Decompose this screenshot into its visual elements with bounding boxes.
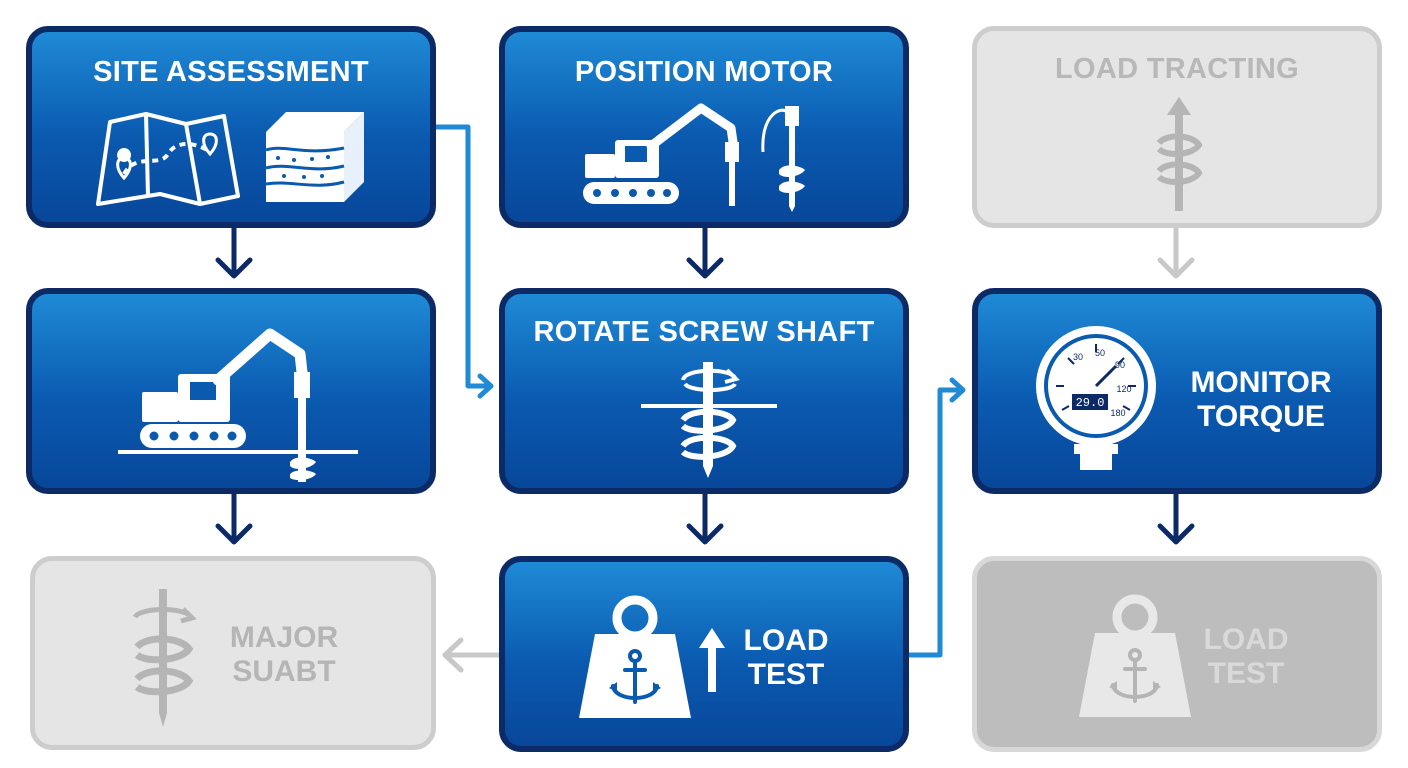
excavator-icon bbox=[118, 328, 358, 482]
step-label-line1: LOAD bbox=[1203, 623, 1289, 656]
arrow-loadtest-to-major bbox=[442, 637, 503, 673]
arrow-rotate-to-loadtest bbox=[686, 491, 724, 545]
arrow-position-to-rotate bbox=[686, 225, 724, 279]
screw-pile-icon bbox=[132, 589, 197, 727]
step-label: MONITOR TORQUE bbox=[1176, 366, 1346, 434]
step-site-assessment: SITE ASSESSMENT bbox=[26, 26, 436, 228]
soil-layers-icon bbox=[265, 112, 364, 202]
step-load-test-faded: LOAD TEST bbox=[972, 556, 1382, 752]
step-label-line1: LOAD bbox=[743, 624, 829, 657]
step-label: LOAD TEST bbox=[1191, 623, 1301, 691]
step-label: MAJOR SUABT bbox=[221, 621, 347, 689]
gauge-tick: 120 bbox=[1116, 384, 1131, 394]
step-label-line1: MONITOR bbox=[1190, 366, 1332, 399]
gauge-tick: 50 bbox=[1095, 348, 1105, 358]
connector-loadtest-to-monitor bbox=[907, 377, 966, 658]
step-excavator-install bbox=[26, 288, 436, 494]
map-icon bbox=[96, 112, 240, 206]
step-label-line2: TORQUE bbox=[1197, 400, 1325, 433]
weight-anchor-icon bbox=[1079, 594, 1191, 717]
gauge-tick: 90 bbox=[1115, 360, 1125, 370]
arrow-tracting-to-monitor bbox=[1157, 225, 1195, 279]
step-title: LOAD TRACTING bbox=[1055, 53, 1299, 85]
excavator-icon bbox=[583, 103, 739, 206]
gauge-tick: 180 bbox=[1110, 408, 1125, 418]
step-load-tracting: LOAD TRACTING bbox=[972, 26, 1382, 228]
step-label: LOAD TEST bbox=[731, 624, 841, 692]
up-arrow-icon bbox=[699, 628, 725, 692]
step-position-motor: POSITION MOTOR bbox=[499, 26, 909, 228]
step-label-line2: SUABT bbox=[232, 655, 336, 688]
rotation-icon bbox=[641, 362, 777, 478]
screw-pile-icon bbox=[761, 106, 805, 212]
connector-site-to-rotate bbox=[433, 124, 494, 399]
step-monitor-torque: 30 50 90 120 180 29.0 MONITOR TORQUE bbox=[972, 288, 1382, 494]
step-rotate-screw-shaft: ROTATE SCREW SHAFT bbox=[499, 288, 909, 494]
step-label-line1: MAJOR bbox=[229, 621, 339, 654]
step-label-line2: TEST bbox=[747, 658, 825, 691]
step-major-suabt: MAJOR SUABT bbox=[30, 556, 436, 750]
step-load-test: LOAD TEST bbox=[499, 556, 909, 752]
arrow-site-to-excavator bbox=[215, 225, 253, 279]
arrow-monitor-to-loadtest-faded bbox=[1157, 491, 1195, 545]
arrow-excavator-to-major bbox=[215, 491, 253, 545]
step-title: ROTATE SCREW SHAFT bbox=[533, 316, 875, 348]
gauge-readout: 29.0 bbox=[1076, 396, 1105, 410]
weight-anchor-icon bbox=[579, 595, 691, 718]
gauge-tick: 30 bbox=[1073, 352, 1083, 362]
step-title: SITE ASSESSMENT bbox=[93, 56, 369, 88]
step-title: POSITION MOTOR bbox=[574, 56, 834, 88]
screw-pile-icon bbox=[1156, 97, 1203, 211]
step-label-line2: TEST bbox=[1207, 657, 1285, 690]
gauge-icon: 30 50 90 120 180 29.0 bbox=[1036, 326, 1156, 470]
